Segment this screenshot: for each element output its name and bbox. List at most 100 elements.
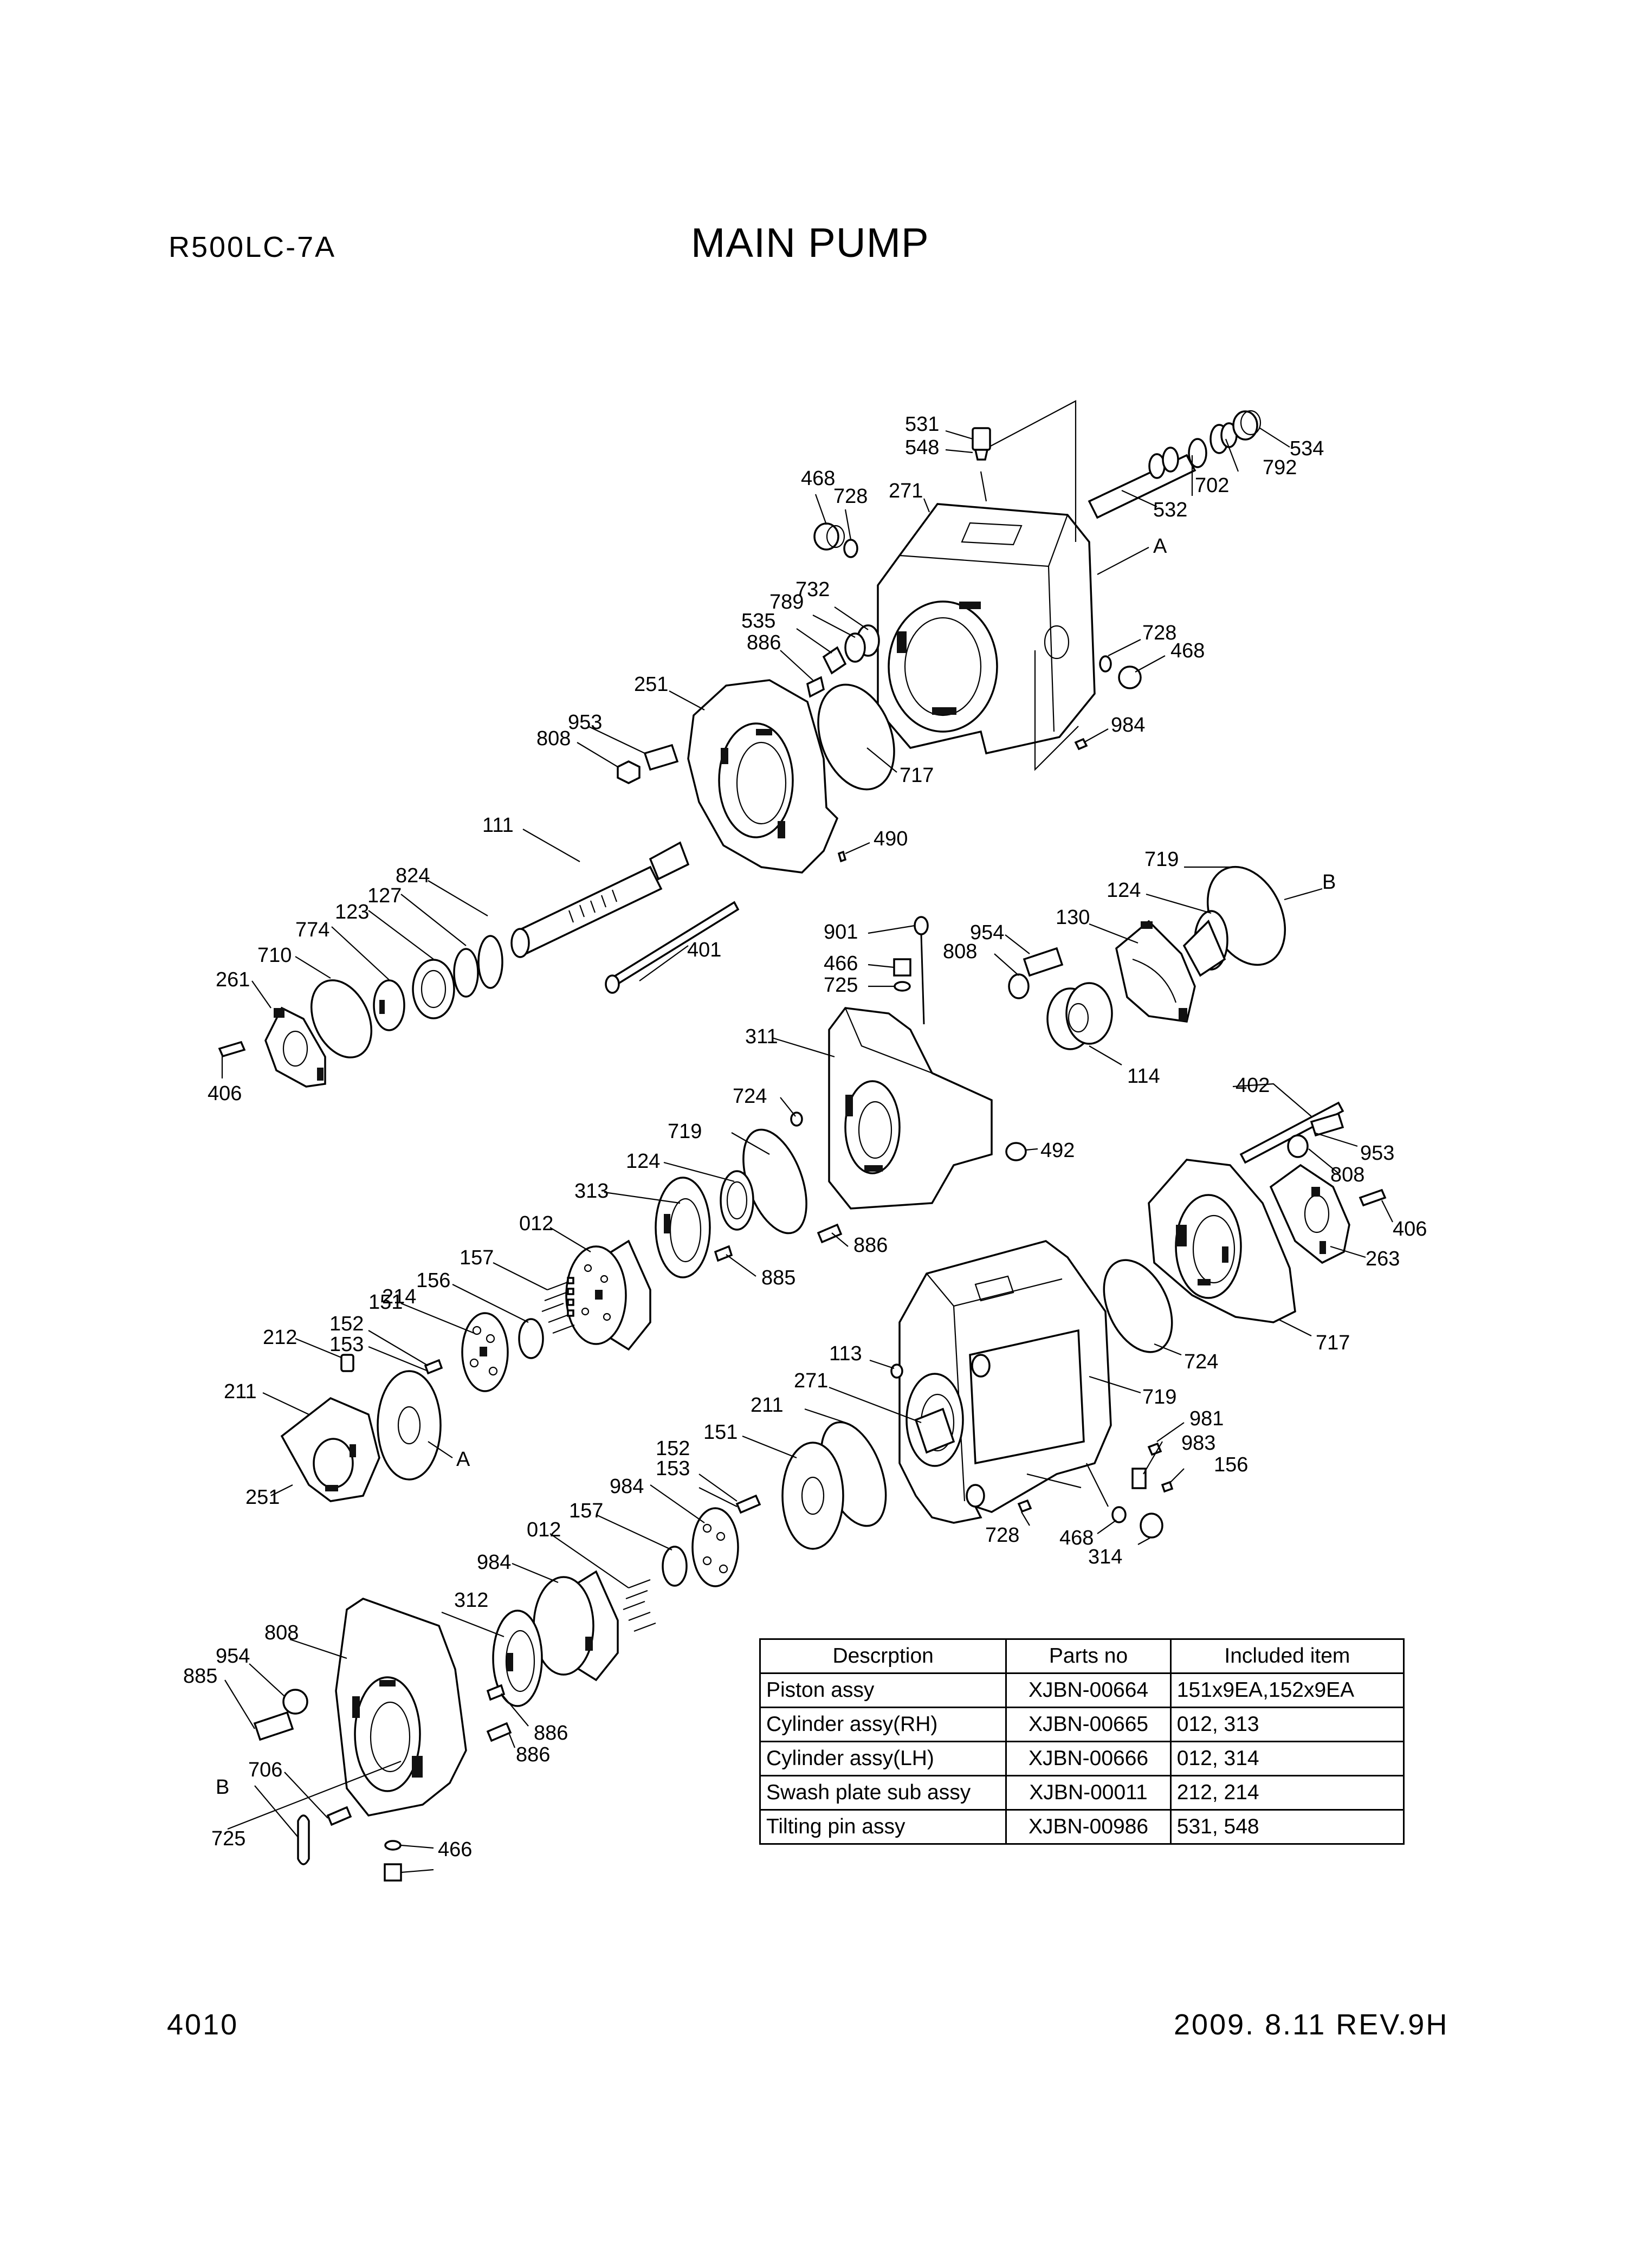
screw-984-lower [1017, 1499, 1032, 1513]
plug-535 [822, 646, 847, 675]
callout: 953 [1360, 1142, 1394, 1165]
table-cell: XJBN-00666 [1005, 1741, 1172, 1776]
page-title: MAIN PUMP [691, 220, 929, 266]
callout: 490 [874, 828, 908, 850]
front-flange-251 [687, 679, 839, 874]
callout: 885 [183, 1665, 217, 1688]
holder-156-lh [662, 1546, 688, 1587]
callout: 211 [224, 1380, 257, 1403]
callout: 263 [1366, 1248, 1400, 1270]
callout: 725 [824, 974, 858, 997]
callout: 114 [1127, 1065, 1160, 1088]
callout: 251 [634, 673, 668, 696]
table-cell: 012, 313 [1169, 1707, 1405, 1742]
plug-468-lower [1140, 1513, 1163, 1539]
callout: 402 [1236, 1074, 1270, 1097]
table-cell: XJBN-00986 [1005, 1809, 1172, 1845]
callout: 251 [245, 1486, 280, 1509]
callout: 271 [794, 1369, 828, 1392]
screw-984-lower-right [1147, 1442, 1162, 1456]
screw-983 [1161, 1481, 1174, 1493]
callout: 548 [905, 436, 939, 459]
callout: 313 [574, 1180, 609, 1203]
o-ring-725-mid [894, 981, 911, 992]
plug-466-lower [384, 1863, 402, 1882]
callout: 124 [626, 1150, 660, 1173]
table-cell: Swash plate sub assy [759, 1775, 1007, 1811]
rear-flange-251 [1148, 1159, 1296, 1323]
plug-upper-right [1099, 655, 1142, 689]
column-header: Included item [1169, 1638, 1405, 1674]
plate-981 [1131, 1468, 1147, 1489]
pin-886-upper [806, 676, 825, 698]
page-number: 4010 [167, 2008, 239, 2041]
stud-954-mid [1023, 947, 1064, 977]
drive-shaft-111 [510, 841, 690, 958]
callout: 151 [368, 1291, 403, 1314]
upper-pump-housing [877, 503, 1096, 755]
table-row: Piston assy XJBN-00664 151x9EA,152x9EA [759, 1672, 1405, 1708]
callout: 774 [295, 919, 329, 941]
callout: 157 [460, 1246, 494, 1269]
callout: 724 [733, 1085, 767, 1108]
table-cell: Piston assy [759, 1672, 1007, 1708]
callout: 534 [1290, 437, 1324, 460]
column-header: Parts no [1005, 1638, 1172, 1674]
callout: 725 [211, 1827, 245, 1850]
callout: 157 [569, 1500, 603, 1522]
parts-table: Descrption Parts no Included item Piston… [759, 1638, 1405, 1845]
callout: 113 [829, 1342, 862, 1365]
callout: 824 [396, 864, 430, 887]
callout: 954 [216, 1645, 250, 1668]
o-ring-710 [310, 979, 373, 1058]
callout: 886 [534, 1722, 568, 1744]
cylinder-block-012-lh [533, 1570, 619, 1682]
callout-labels: 531 548 534 792 702 532 468 728 271 A 73… [183, 413, 1427, 1861]
callout: 984 [1111, 714, 1145, 736]
table-cell: Cylinder assy(LH) [759, 1741, 1007, 1776]
spool-assy [1088, 410, 1262, 519]
table-cell: 151x9EA,152x9EA [1169, 1672, 1405, 1708]
callout: 312 [454, 1589, 488, 1612]
nut-808-right [1287, 1134, 1309, 1158]
plug-upper-left [813, 522, 858, 558]
pin-214 [340, 1354, 354, 1372]
callout: 311 [745, 1025, 778, 1048]
pin-886-mid [817, 1223, 843, 1244]
callout: 901 [824, 921, 858, 944]
gear-114 [1046, 982, 1113, 1050]
shaft-113 [914, 1407, 955, 1454]
piston-set-157-rh [541, 1277, 575, 1334]
table-cell: XJBN-00665 [1005, 1707, 1172, 1742]
o-ring-706 [297, 1814, 310, 1865]
callout: 156 [416, 1269, 450, 1292]
callout: 719 [668, 1120, 702, 1143]
callout: 406 [1393, 1218, 1427, 1240]
callout: 212 [263, 1326, 297, 1349]
callout: 466 [824, 952, 858, 975]
callout: 808 [1330, 1164, 1364, 1186]
callout: 808 [264, 1621, 299, 1644]
table-cell: Cylinder assy(RH) [759, 1707, 1007, 1742]
callout: 981 [1189, 1407, 1224, 1430]
valve-plate-313 [655, 1177, 711, 1278]
table-cell: Tilting pin assy [759, 1809, 1007, 1845]
stud-954-left [253, 1711, 294, 1741]
pin-490 [837, 850, 847, 863]
leader-lines [221, 428, 1393, 1873]
table-cell: XJBN-00664 [1005, 1672, 1172, 1708]
model-code: R500LC-7A [169, 231, 337, 263]
callout: 706 [248, 1759, 282, 1781]
revision-date: 2009. 8.11 REV.9H [1174, 2008, 1449, 2041]
callout: 314 [1088, 1546, 1122, 1568]
pin-885-mid [714, 1245, 733, 1262]
callout: 012 [527, 1519, 561, 1541]
callout: 492 [1040, 1139, 1075, 1162]
callout: 717 [1316, 1332, 1350, 1354]
callout: 719 [1142, 1386, 1176, 1408]
callout: B [216, 1776, 229, 1799]
swash-plate-support-212 [280, 1397, 380, 1502]
plug-492 [1005, 1142, 1027, 1161]
cylinder-block-012-rh [565, 1239, 651, 1351]
